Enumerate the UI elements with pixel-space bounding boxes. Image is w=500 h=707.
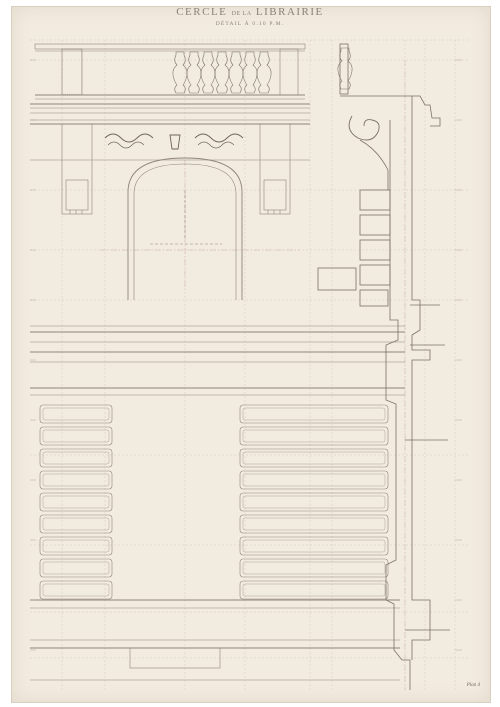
stone-block-inner bbox=[42, 517, 110, 531]
stone-block bbox=[39, 558, 113, 578]
stone-block-inner bbox=[242, 407, 386, 421]
stone-block-inner bbox=[242, 517, 386, 531]
title-de-la: DE LA bbox=[231, 11, 252, 17]
title-librairie: LIBRAIRIE bbox=[255, 6, 324, 18]
stone-block bbox=[39, 492, 113, 512]
plate-label: Plan 4 bbox=[466, 683, 480, 688]
stone-block bbox=[239, 492, 389, 512]
stone-block-inner bbox=[42, 561, 110, 575]
baluster bbox=[242, 51, 258, 94]
baluster bbox=[186, 51, 202, 94]
construction-lines bbox=[30, 39, 470, 690]
stone-block bbox=[39, 536, 113, 556]
baluster bbox=[200, 51, 216, 94]
section-profile bbox=[317, 43, 450, 690]
dimension-marks bbox=[30, 59, 462, 651]
left-pilaster-bracket bbox=[61, 123, 93, 215]
baluster bbox=[172, 51, 188, 94]
stone-block-inner bbox=[242, 539, 386, 553]
stone-block bbox=[39, 580, 113, 600]
stone-block-inner bbox=[42, 473, 110, 487]
stone-block bbox=[239, 558, 389, 578]
right-pilaster-bracket bbox=[259, 123, 291, 215]
drawing-subtitle: DÉTAIL À 0.10 P.M. bbox=[215, 21, 285, 27]
keystone-cartouche bbox=[169, 134, 181, 150]
title-cercle: CERCLE bbox=[176, 6, 228, 18]
stone-block bbox=[239, 536, 389, 556]
stone-block-inner bbox=[42, 539, 110, 553]
stone-block bbox=[239, 514, 389, 534]
stone-block-inner bbox=[242, 473, 386, 487]
plinth bbox=[30, 599, 400, 681]
stone-block bbox=[239, 448, 389, 468]
paper-sheet bbox=[11, 6, 491, 703]
stone-block-inner bbox=[42, 407, 110, 421]
console-scroll bbox=[348, 115, 380, 141]
stone-block-inner bbox=[242, 451, 386, 465]
red-center-lines bbox=[100, 60, 406, 690]
drawing-title: CERCLE DE LA LIBRAIRIE bbox=[0, 6, 500, 18]
stone-block-inner bbox=[242, 561, 386, 575]
stone-block bbox=[239, 404, 389, 424]
entablature bbox=[30, 119, 310, 215]
stone-block-inner bbox=[242, 429, 386, 443]
rusticated-blocks-left bbox=[39, 404, 113, 600]
stone-block bbox=[239, 580, 389, 600]
stone-block bbox=[39, 514, 113, 534]
stone-block-inner bbox=[42, 429, 110, 443]
stone-block-inner bbox=[242, 583, 386, 597]
baluster bbox=[214, 51, 230, 94]
balustrade bbox=[30, 43, 310, 114]
stone-block bbox=[39, 470, 113, 490]
rusticated-blocks-right bbox=[239, 404, 389, 600]
stone-block-inner bbox=[242, 495, 386, 509]
stone-block bbox=[239, 470, 389, 490]
stone-block bbox=[39, 448, 113, 468]
stone-block bbox=[39, 404, 113, 424]
stone-block-inner bbox=[42, 583, 110, 597]
stone-block bbox=[239, 426, 389, 446]
balusters bbox=[172, 47, 353, 94]
belt-course bbox=[30, 325, 405, 396]
baluster bbox=[256, 51, 272, 94]
baluster bbox=[228, 51, 244, 94]
stone-block bbox=[39, 426, 113, 446]
stone-block-inner bbox=[42, 451, 110, 465]
stone-block-inner bbox=[42, 495, 110, 509]
arched-window bbox=[127, 157, 243, 300]
